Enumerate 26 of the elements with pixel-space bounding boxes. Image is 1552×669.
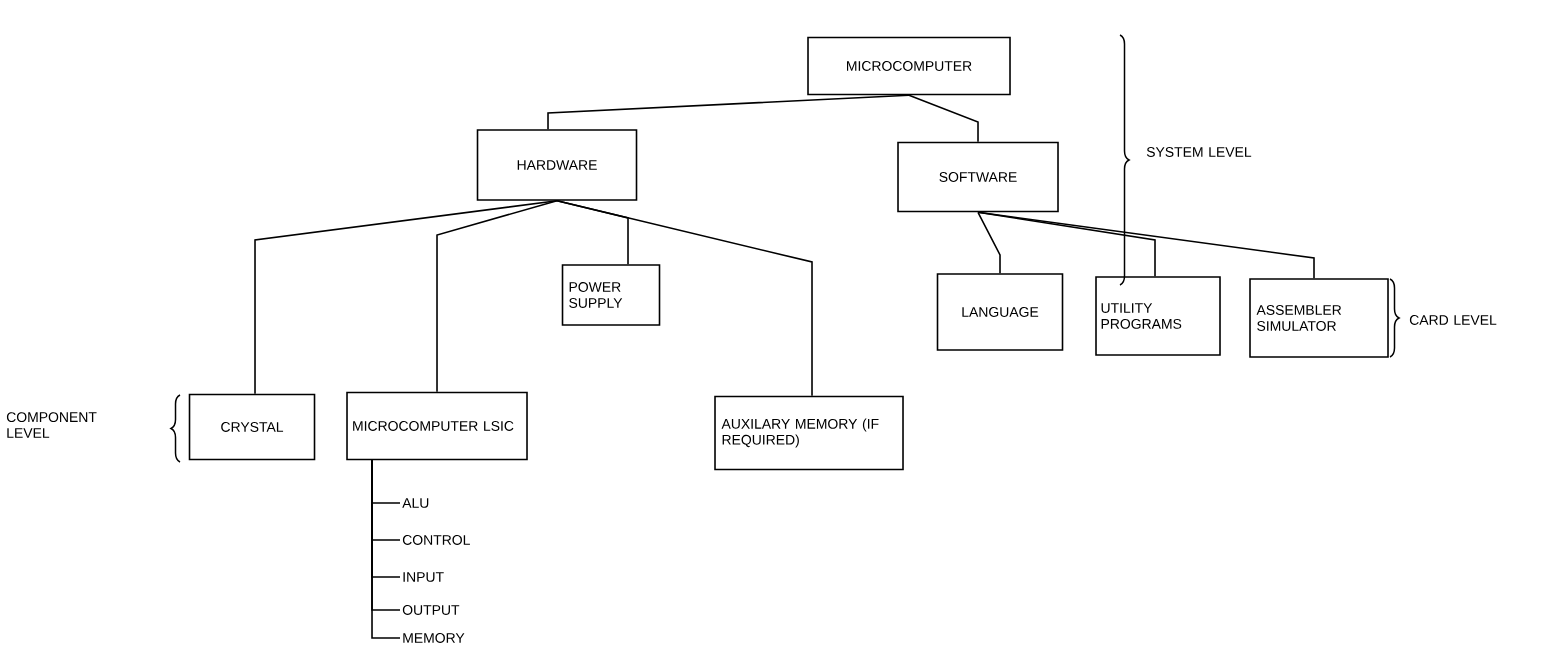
- box: ASSEMBLER SIMULATOR: [1249, 278, 1389, 358]
- item-label: MEMORY: [403, 633, 465, 643]
- connector-line: [977, 211, 1001, 274]
- connector-line: [436, 200, 558, 393]
- connector-line: [908, 94, 979, 143]
- level-label: CARD LEVEL: [1409, 315, 1497, 325]
- connector-line: [556, 200, 813, 397]
- box: AUXILARY MEMORY (IF REQUIRED): [714, 395, 904, 471]
- connector-line: [371, 459, 401, 639]
- box: HARDWARE: [476, 129, 638, 201]
- connector-line: [547, 94, 910, 130]
- level-label: SYSTEM LEVEL: [1146, 147, 1252, 157]
- item-label: CONTROL: [402, 535, 470, 545]
- box: SOFTWARE: [897, 141, 1059, 213]
- box: POWER SUPPLY: [561, 264, 661, 326]
- connector-line: [977, 211, 1315, 279]
- level-label: COMPONENT LEVEL: [6, 412, 97, 438]
- item-label: OUTPUT: [402, 605, 460, 615]
- box: LANGUAGE: [936, 273, 1064, 351]
- item-label: ALU: [402, 498, 429, 508]
- box: CRYSTAL: [188, 393, 316, 461]
- box: MICROCOMPUTER: [807, 36, 1011, 96]
- connector-line: [254, 200, 558, 395]
- item-label: INPUT: [403, 572, 444, 582]
- box: MICROCOMPUTER LSIC: [346, 391, 528, 461]
- box: UTILITY PROGRAMS: [1095, 276, 1221, 356]
